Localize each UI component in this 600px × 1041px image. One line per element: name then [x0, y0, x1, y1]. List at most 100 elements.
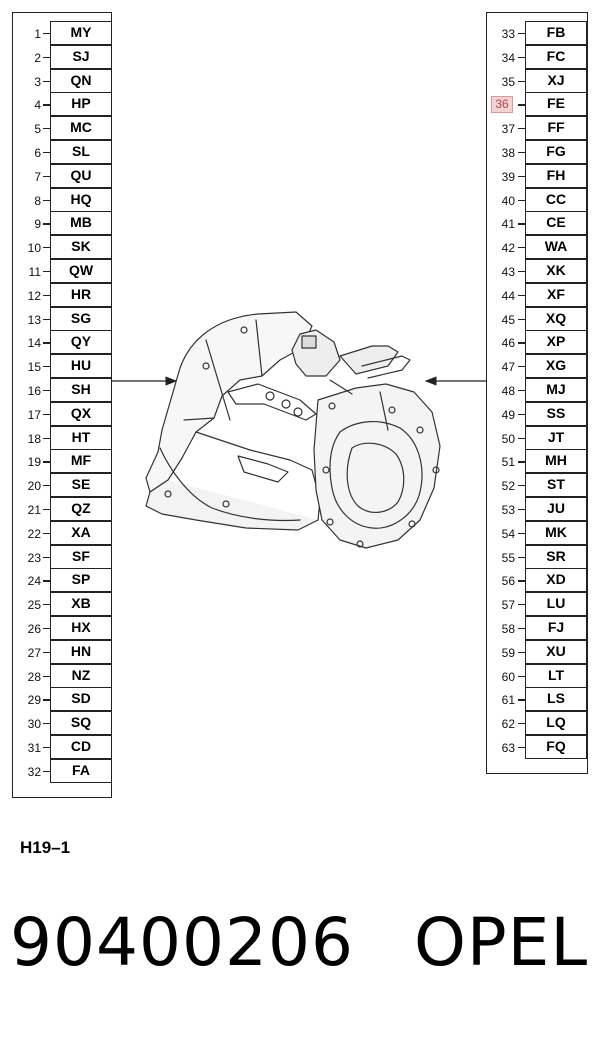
- callout-number: 37: [501, 122, 515, 137]
- leader-tick: [43, 747, 50, 749]
- leader-tick: [518, 675, 525, 677]
- leader-tick: [43, 223, 50, 225]
- callout-number: 38: [501, 146, 515, 160]
- variant-code: CC: [525, 187, 587, 212]
- variant-code: SD: [50, 687, 112, 712]
- variant-code: CD: [50, 735, 112, 759]
- figure-reference: H19–1: [20, 838, 71, 857]
- leader-tick: [43, 271, 50, 273]
- variant-code: FH: [525, 163, 587, 188]
- callout-number: 19: [27, 455, 41, 470]
- leader-tick: [43, 128, 50, 130]
- leader-tick: [518, 294, 525, 297]
- variant-code: XB: [50, 592, 112, 617]
- callout-number: 63: [501, 741, 515, 755]
- variant-code: HQ: [50, 187, 112, 212]
- leader-tick: [518, 699, 525, 701]
- leader-tick: [43, 580, 50, 582]
- callout-number: 56: [501, 574, 515, 589]
- callout-number: 42: [501, 241, 515, 256]
- leader-tick: [518, 509, 525, 511]
- callout-number: 25: [27, 598, 41, 613]
- variant-code: MK: [525, 520, 587, 545]
- variant-code: FQ: [525, 735, 587, 759]
- leader-tick: [43, 366, 50, 368]
- variant-code: FA: [50, 758, 112, 783]
- callout-number: 21: [27, 503, 41, 517]
- callout-number: 14: [27, 336, 41, 351]
- callout-number: 2: [34, 50, 41, 65]
- variant-code: FE: [525, 92, 587, 117]
- callout-number: 33: [501, 27, 515, 41]
- leader-tick: [43, 104, 50, 106]
- callout-number: 12: [27, 288, 41, 303]
- leader-tick: [43, 699, 50, 701]
- variant-code: SG: [50, 306, 112, 331]
- leader-tick: [43, 199, 50, 201]
- callout-number: 58: [501, 622, 515, 636]
- callout-number: 11: [28, 265, 41, 279]
- callout-number: 1: [34, 27, 41, 41]
- callout-number: 39: [501, 169, 515, 184]
- variant-code: JU: [525, 497, 587, 521]
- callout-number: 28: [27, 669, 41, 684]
- leader-tick: [518, 223, 525, 225]
- variant-code: MF: [50, 449, 112, 474]
- variant-code: SJ: [50, 44, 112, 69]
- callout-number: 5: [34, 122, 41, 137]
- variant-code: MB: [50, 211, 112, 236]
- callout-number: 3: [34, 74, 41, 89]
- code-row: 39 FH: [491, 163, 587, 188]
- leader-tick: [518, 747, 525, 749]
- variant-code: HR: [50, 282, 112, 307]
- variant-code: SR: [525, 544, 587, 569]
- leader-tick: [43, 80, 50, 82]
- callout-number: 54: [501, 526, 515, 541]
- variant-code: JT: [525, 425, 587, 450]
- leader-tick: [43, 675, 50, 677]
- leader-tick: [518, 390, 525, 392]
- code-row: 25 XB: [17, 592, 113, 617]
- callout-number: 43: [501, 265, 515, 279]
- variant-code: XA: [50, 520, 112, 545]
- variant-code: SQ: [50, 711, 112, 736]
- variant-code: SS: [525, 401, 587, 426]
- callout-number: 15: [27, 360, 41, 375]
- callout-number: 16: [27, 384, 41, 398]
- leader-tick: [518, 651, 525, 654]
- code-row: 54 MK: [491, 520, 587, 545]
- callout-number: 6: [34, 146, 41, 160]
- leader-tick: [518, 128, 525, 130]
- leader-tick: [518, 461, 525, 463]
- callout-number: 31: [27, 741, 41, 755]
- callout-number: 10: [27, 241, 41, 256]
- leader-tick: [43, 770, 50, 773]
- leader-tick: [518, 80, 525, 82]
- variant-code: QX: [50, 401, 112, 426]
- leader-tick: [43, 723, 50, 725]
- code-row: 63 FQ: [491, 735, 587, 759]
- leader-tick: [43, 532, 50, 535]
